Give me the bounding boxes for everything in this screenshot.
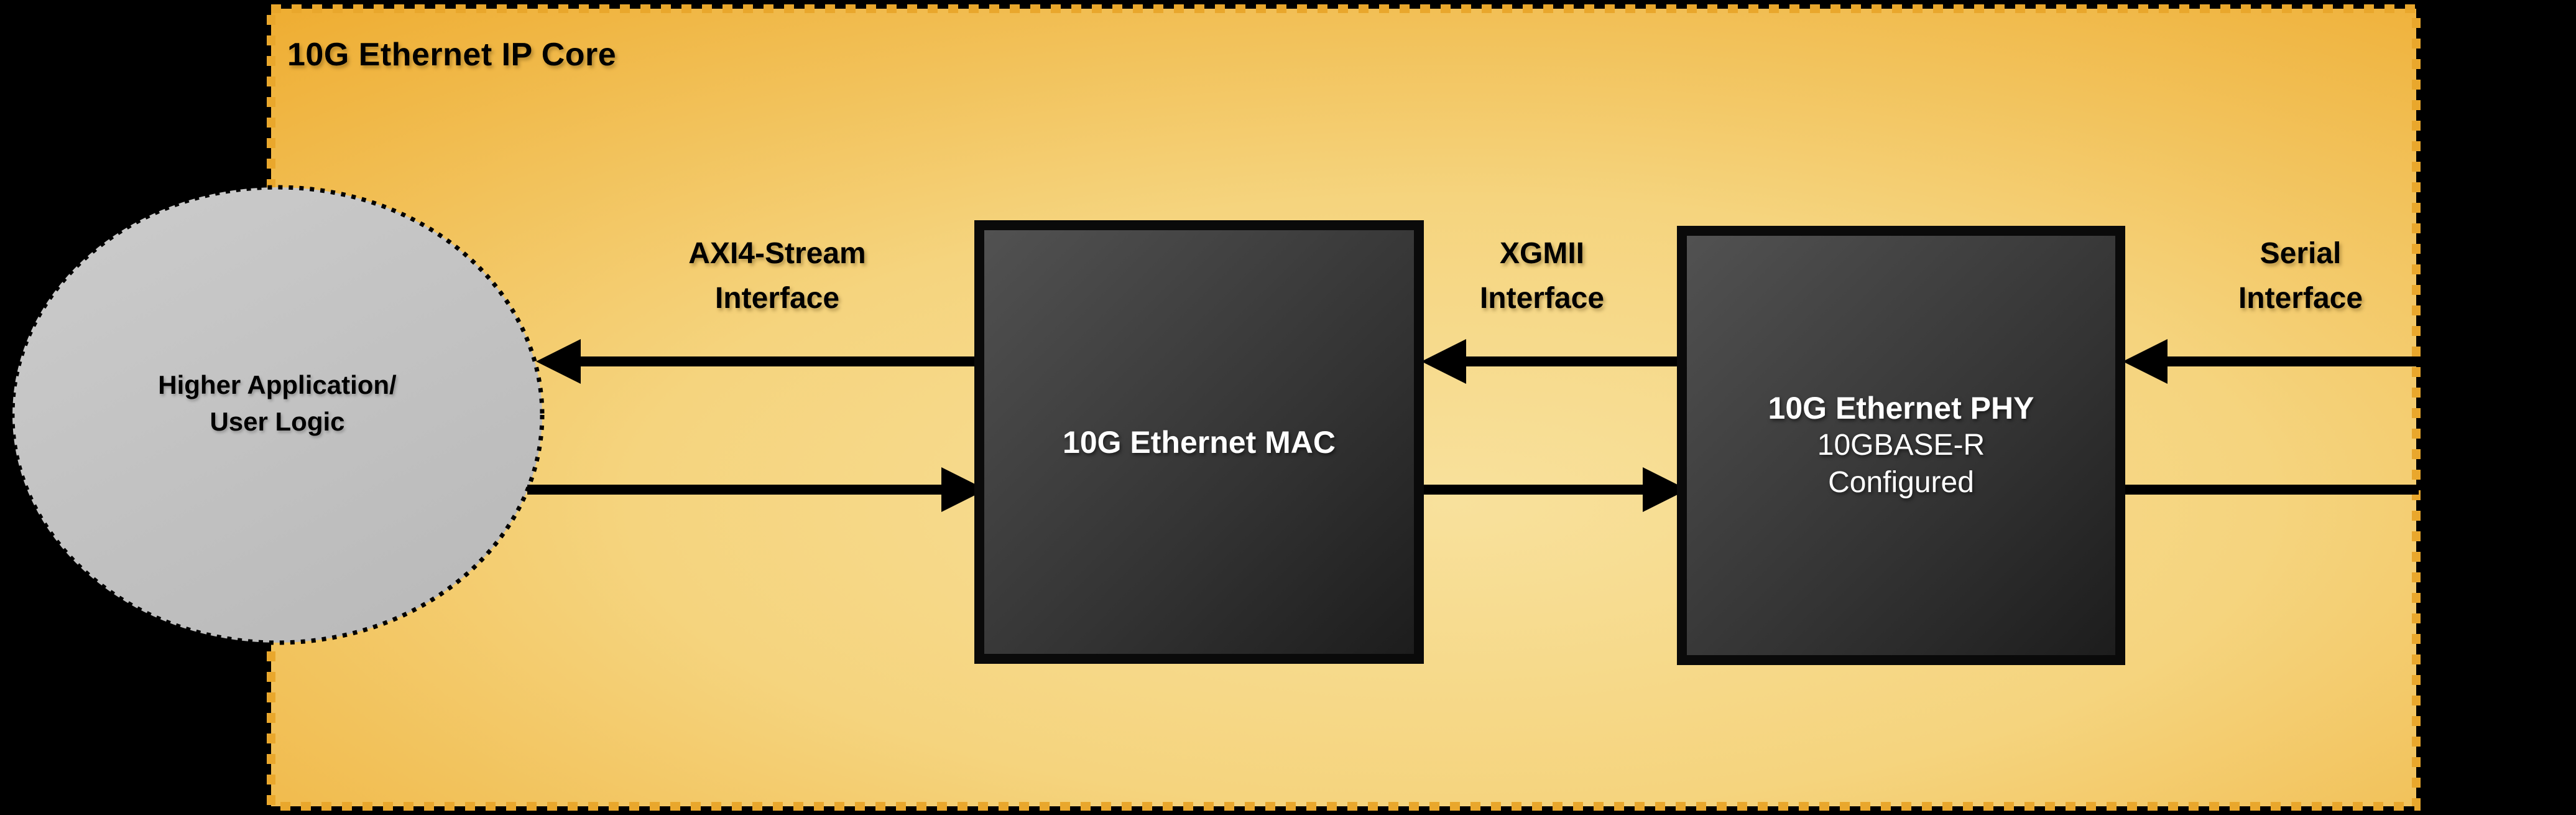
axi4-label-line2: Interface	[714, 282, 840, 315]
diagram-title: 10G Ethernet IP Core	[287, 37, 617, 73]
mac-label-text: 10G Ethernet MAC	[1063, 424, 1336, 460]
serial-label-line2: Interface	[2238, 282, 2363, 315]
serial-interface-label: Serial Interface	[2238, 231, 2363, 321]
phy-block-label: 10G Ethernet PHY 10GBASE-R Configured	[1682, 231, 2120, 660]
user-logic-ellipse	[10, 185, 545, 645]
serial-arrow-to-phy	[2123, 339, 2419, 384]
phy-block	[1677, 226, 2125, 665]
axi4-label-line1: AXI4-Stream	[688, 237, 866, 270]
mac-block	[974, 220, 1424, 664]
user-logic-label-line1: Higher Application/	[158, 370, 397, 399]
axi4-stream-interface-label: AXI4-Stream Interface	[688, 231, 866, 321]
user-logic-label: Higher Application/ User Logic	[158, 366, 396, 440]
xgmii-label-line2: Interface	[1479, 282, 1605, 315]
axi-arrow-to-app	[536, 339, 984, 384]
serial-label-line1: Serial	[2260, 237, 2342, 270]
xgmii-arrow-to-phy	[1420, 467, 1687, 512]
phy-label-line3: Configured	[1828, 466, 1974, 499]
user-logic-label-line2: User Logic	[210, 407, 345, 436]
phy-label-line1: 10G Ethernet PHY	[1768, 391, 2034, 426]
mac-block-label: 10G Ethernet MAC	[979, 225, 1419, 659]
xgmii-arrow-to-mac	[1421, 339, 1686, 384]
axi-arrow-to-mac	[527, 467, 986, 512]
phy-label-line2: 10GBASE-R	[1817, 429, 1985, 462]
xgmii-interface-label: XGMII Interface	[1480, 231, 1604, 321]
xgmii-label-line1: XGMII	[1499, 237, 1584, 270]
